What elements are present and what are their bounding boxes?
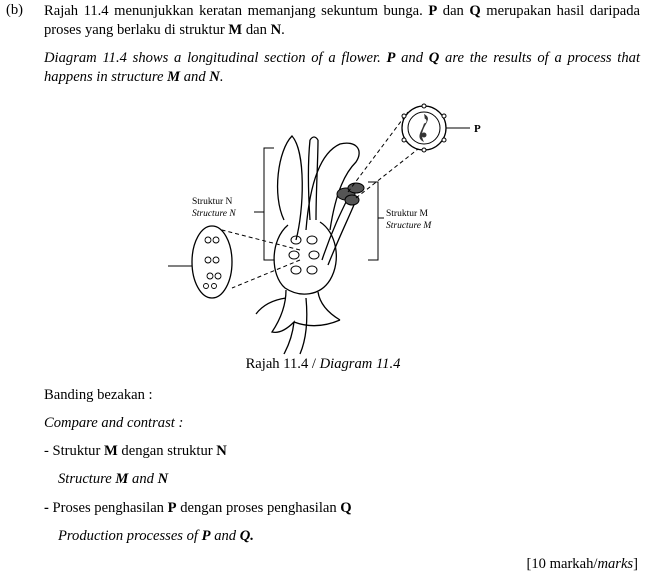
compare-ms: Banding bezakan :: [44, 387, 153, 403]
label-struktur-n: Struktur N: [192, 197, 233, 207]
question-label: (b): [6, 2, 24, 18]
item1-ms: - Struktur M dengan struktur N: [44, 443, 227, 459]
question-text-ms: Rajah 11.4 menunjukkan keratan memanjang…: [44, 3, 641, 38]
item2-ms: - Proses penghasilan P dengan proses pen…: [44, 500, 352, 516]
flower-diagram: P Struktur N Structure N Struktur M Stru…: [168, 103, 481, 355]
label-structure-m: Structure M: [386, 221, 432, 231]
item2-en: Production processes of P and Q.: [58, 528, 254, 544]
compare-en: Compare and contrast :: [44, 415, 184, 431]
question-text-en: Diagram 11.4 shows a longitudinal sectio…: [44, 50, 640, 85]
label-p: P: [474, 123, 481, 135]
figure-caption: Rajah 11.4 / Diagram 11.4: [245, 356, 401, 372]
label-struktur-m: Struktur M: [386, 209, 429, 219]
label-structure-n: Structure N: [192, 209, 236, 219]
marks-allocation: [10 markah/marks]: [526, 556, 638, 572]
item1-en: Structure M and N: [58, 471, 169, 487]
